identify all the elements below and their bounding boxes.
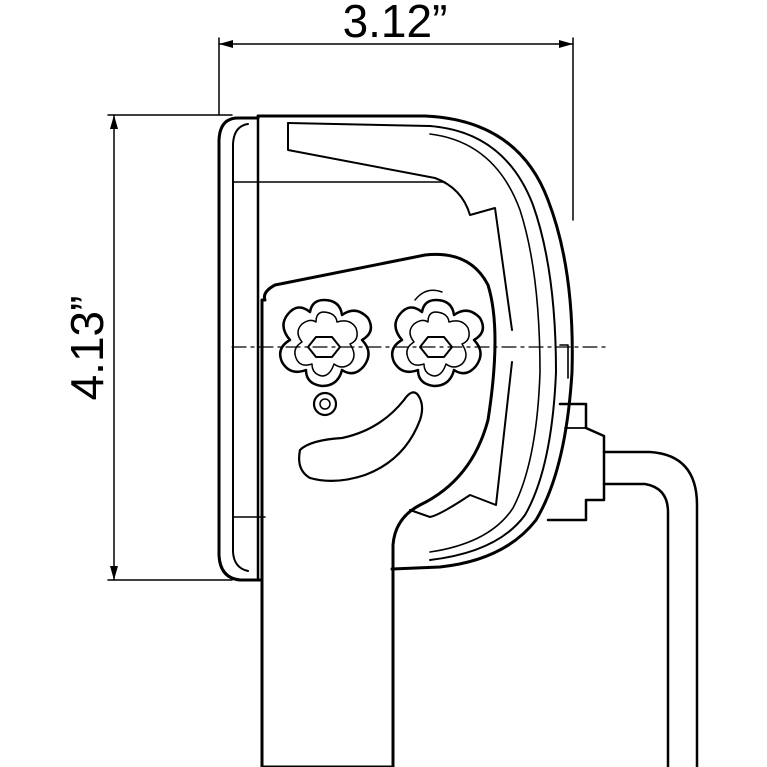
knob-left [279,298,373,388]
mounting-bracket [260,252,497,767]
small-screw [312,391,338,417]
cable-inner [602,482,670,767]
knob-right-hex [419,336,453,358]
height-dimension: 4.13” [61,114,233,581]
screw-outer-icon [312,391,338,417]
height-arrow-bottom [110,566,118,580]
housing-inner-curve-1 [429,125,557,561]
bracket-outline [260,252,497,767]
width-arrow-right [559,40,573,48]
screw-inner-icon [319,398,331,410]
width-label: 3.12” [343,0,448,47]
knob-left-inner [294,311,358,377]
housing-top-shelf [287,122,513,331]
housing-top-rim [287,122,431,127]
knob-left-hex [307,336,341,358]
connector-body [546,402,606,522]
lamp-housing [217,114,574,582]
cable-outer [602,450,699,767]
bracket-slot [298,391,424,482]
housing-inner-curve-2 [429,133,541,553]
housing-lower-edge [409,361,513,518]
height-arrow-top [110,115,118,129]
rear-tab [559,344,569,379]
front-lens [217,116,262,582]
width-dimension: 3.12” [218,0,574,221]
knob-right-arc [414,289,443,301]
width-arrow-left [219,40,233,48]
power-cable [602,450,699,767]
housing-outline [256,114,574,571]
knob-right-outline [391,298,485,388]
knob-right-inner [406,311,470,377]
front-lens-inner [232,123,249,572]
knob-left-outline [279,298,373,388]
knob-right [391,289,485,388]
rear-connector [546,402,606,522]
height-label: 4.13” [61,296,113,401]
